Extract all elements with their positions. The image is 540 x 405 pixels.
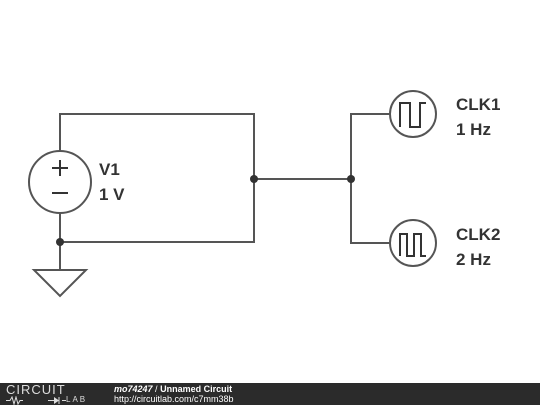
- logo-wordmark-top: CIRCUIT: [6, 382, 66, 397]
- square-wave-icon: [399, 233, 426, 257]
- wire-clk1-branch: [350, 113, 390, 244]
- circuit-schematic: V1 1 V CLK1 1 Hz CLK2 2 Hz: [28, 90, 500, 298]
- junction-node: [56, 238, 64, 246]
- circuitlab-logo[interactable]: CIRCUIT LAB: [6, 383, 98, 405]
- v1-value-label: 1 V: [99, 185, 125, 204]
- voltage-source-v1[interactable]: [28, 150, 92, 214]
- title-separator: /: [155, 384, 158, 394]
- circuit-meta: mo74247 / Unnamed Circuit http://circuit…: [114, 384, 234, 404]
- author-link[interactable]: mo74247: [114, 384, 153, 394]
- voltage-source-body: [28, 150, 92, 214]
- clock-source-body: [389, 90, 437, 138]
- v1-name-label: V1: [99, 160, 120, 179]
- junction-node: [347, 175, 355, 183]
- square-wave-icon: [399, 102, 426, 128]
- circuit-title-line: mo74247 / Unnamed Circuit: [114, 384, 234, 394]
- junction-node: [250, 175, 258, 183]
- footer-bar: CIRCUIT LAB mo74247 / Unnamed Circuit ht…: [0, 383, 540, 405]
- clk2-value-label: 2 Hz: [456, 250, 491, 269]
- clock-source-clk1[interactable]: [389, 90, 437, 138]
- clock-source-clk2[interactable]: [389, 219, 437, 267]
- clk2-name-label: CLK2: [456, 225, 500, 244]
- circuit-url[interactable]: http://circuitlab.com/c7mm38b: [114, 394, 234, 404]
- clk1-name-label: CLK1: [456, 95, 500, 114]
- logo-wordmark-bottom: LAB: [66, 395, 88, 404]
- resistor-wire-icon: [6, 396, 66, 405]
- circuit-title: Unnamed Circuit: [160, 384, 233, 394]
- clk1-value-label: 1 Hz: [456, 120, 491, 139]
- ground-icon: [31, 269, 89, 298]
